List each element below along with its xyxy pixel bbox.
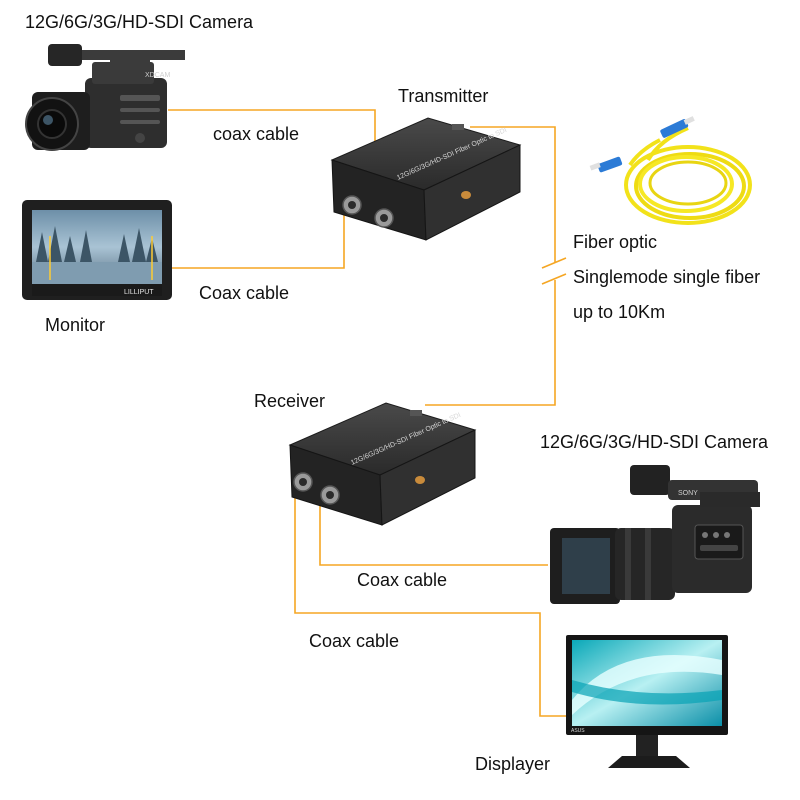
camera-top-icon: XDCAM [25,44,185,151]
monitor-icon: LILLIPUT [22,200,172,300]
monitor-label: Monitor [45,315,106,335]
fiber-cable-transmitter-to-receiver [425,126,567,406]
fiber-label-line2: Singlemode single fiber [573,267,761,287]
fiber-label-line3: up to 10Km [573,302,666,322]
coax-cable-transmitter-to-monitor [170,205,345,269]
camera-bottom-icon: SONY [550,465,760,604]
receiver-device-icon: 12G/6G/3G/HD-SDI Fiber Optic to SDI [288,402,477,526]
fiber-label-line1: Fiber optic [573,232,658,252]
displayer-icon: ASUS [566,635,728,768]
camera-bottom-label: 12G/6G/3G/HD-SDI Camera [540,432,769,452]
camera-bottom-brand: SONY [678,490,698,497]
displayer-brand: ASUS [571,728,585,734]
coax-cable-label-4: Coax cable [309,631,400,651]
receiver-label: Receiver [254,391,326,411]
coax-cable-receiver-to-displayer [294,485,566,717]
transmitter-label: Transmitter [398,86,489,106]
transmitter-device-icon: 12G/6G/3G/HD-SDI Fiber Optic to SDI [330,117,522,241]
coax-cable-label-1: coax cable [213,124,300,144]
camera-top-brand: XDCAM [145,72,170,79]
coax-cable-label-3: Coax cable [357,570,448,590]
monitor-brand: LILLIPUT [124,289,154,296]
fiber-optic-cable-icon [589,116,752,225]
camera-top-label: 12G/6G/3G/HD-SDI Camera [25,12,254,32]
coax-cable-label-2: Coax cable [199,283,290,303]
displayer-label: Displayer [475,754,551,774]
coax-cable-receiver-to-camera [319,505,548,566]
